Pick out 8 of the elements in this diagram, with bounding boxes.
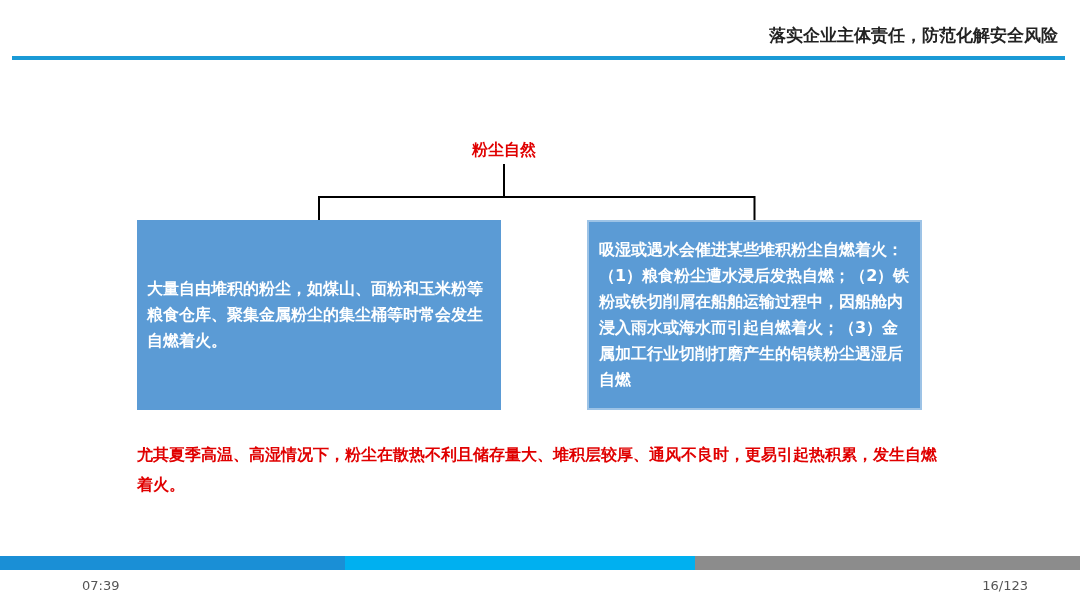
time-text: 07:39 xyxy=(82,578,120,593)
text-box: 大量自由堆积的粉尘，如煤山、面粉和玉米粉等粮食仓库、聚集金属粉尘的集尘桶等时常会发生自燃着火。 xyxy=(137,220,501,410)
text-box: 吸湿或遇水会催进某些堆积粉尘自燃着火：（1）粮食粉尘遭水浸后发热自燃；（2）铁粉或铁切削屑在船舶运输过程中，因船舱内浸入雨水或海水而引起自燃着火；（3）金属加工行业切削打磨产生的铝镁粉尘遇湿后自燃 xyxy=(587,220,922,410)
page-number: 16/123 xyxy=(982,578,1028,593)
connector-line xyxy=(503,163,756,221)
header-title: 落实企业主体责任，防范化解安全风险 xyxy=(769,24,1058,47)
note-text: 尤其夏季高温、高湿情况下，粉尘在散热不利且储存量大、堆积层较厚、通风不良时，更易引起热积累，发生自燃着火。 xyxy=(137,444,937,496)
heading-text: 粉尘自然 xyxy=(472,140,536,162)
